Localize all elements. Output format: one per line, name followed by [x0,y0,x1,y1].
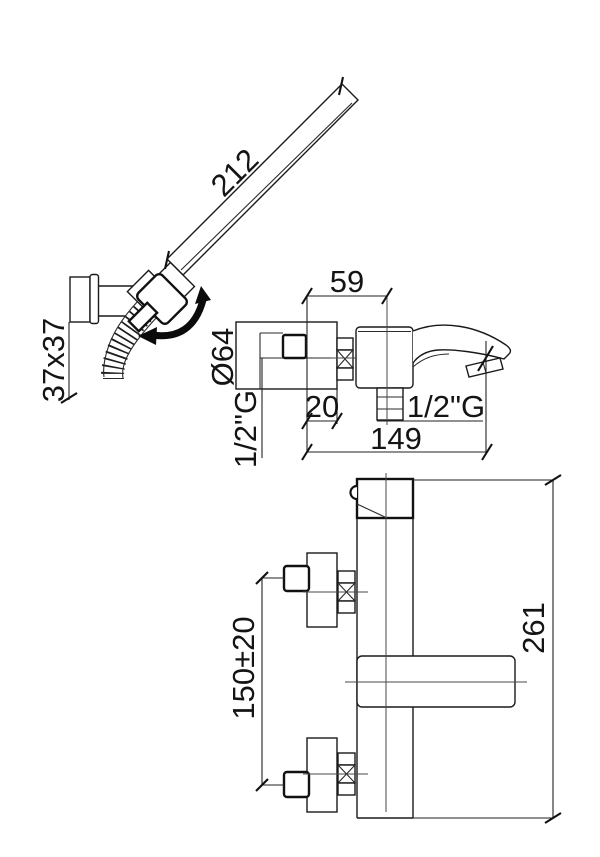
dim-label-20: 20 [305,389,339,424]
tick-59-right [381,287,393,305]
bottom-outlet [376,387,404,421]
tick-20-right [331,412,343,430]
handle-pin [349,484,358,501]
tick-37x37 [60,392,78,404]
lever-handle-front [355,477,415,520]
hose-edge-left [103,300,139,378]
tick-150-bottom [255,778,269,792]
lower-inlet-nut [282,770,311,799]
handle-diagonal [356,503,388,519]
hose-corrugation [101,301,156,381]
hose-edge-right [122,316,158,379]
lower-escutcheon [306,737,338,813]
rotation-arrow-arc [151,298,207,340]
dim-label-37x37: 37x37 [36,318,71,402]
side-view: 59 Ø64 1/2"G 20 1/2"G 149 [205,264,512,468]
tick-261-top [544,474,562,486]
dim-label-150: 150±20 [226,616,261,719]
handshower-assembly: 212 37x37 [36,76,359,404]
dim-label-inlet-thread: 1/2"G [228,390,263,468]
union-bottom-side [336,367,354,381]
dim-label-149: 149 [370,421,422,456]
dimline-150 [261,577,284,786]
bracket-plate [69,276,91,323]
upper-escutcheon [306,552,338,628]
front-view: 150±20 261 [226,473,562,824]
union-top-side [336,337,354,351]
tick-212-top [337,76,345,96]
lower-union-top [337,752,356,766]
lower-union-bottom [337,782,356,796]
bracket-cap [89,273,100,325]
spout-underside-double [412,353,450,368]
dim-label-outlet-thread: 1/2"G [407,389,485,424]
union-x2-side [336,349,354,369]
dim-label-d64: Ø64 [205,328,240,387]
tick-212-bottom [163,250,171,270]
tick-149-right [481,443,493,461]
upper-union-bottom [337,600,356,614]
wand-highlight [180,102,353,271]
upper-inlet-nut [282,564,311,593]
mixer-body-side [355,326,414,389]
rotation-arrow-head-up [195,286,211,304]
tick-59-left [301,287,313,305]
dim-label-261: 261 [516,602,551,654]
inlet-nut-side [281,333,308,360]
rotation-arrow-head-left [138,327,157,345]
dim-label-59: 59 [330,264,364,299]
tick-20-left [301,412,313,430]
shower-wand [166,83,359,276]
tick-261-bottom [544,812,562,824]
upper-union-top [337,570,356,584]
tick-spout-tip [477,345,494,372]
tick-150-top [255,571,269,585]
tick-149-left [301,443,313,461]
hose-nipple [127,301,159,333]
